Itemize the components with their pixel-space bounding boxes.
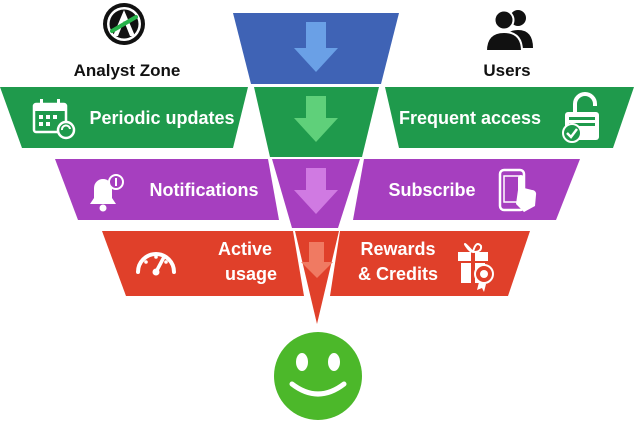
unlock-check-icon	[562, 92, 599, 143]
subscribe-label: Subscribe	[388, 180, 475, 200]
calendar-refresh-icon	[32, 99, 76, 140]
down-arrow-icon	[294, 168, 338, 214]
users-title: Users	[483, 61, 530, 80]
down-arrow-icon	[301, 242, 333, 278]
active-usage-line1: Active	[218, 239, 272, 259]
users-icon	[484, 9, 533, 52]
bell-notification-icon	[90, 174, 124, 212]
analyst-zone-logo-icon	[103, 3, 145, 45]
down-arrow-icon	[294, 96, 338, 142]
analyst-zone-title: Analyst Zone	[74, 61, 181, 80]
rewards-credits-line2: & Credits	[358, 264, 438, 284]
rewards-credits-line1: Rewards	[360, 239, 435, 259]
phone-tap-icon	[498, 168, 537, 212]
purple-left-bar	[55, 159, 279, 220]
periodic-updates-label: Periodic updates	[89, 108, 234, 128]
notifications-label: Notifications	[149, 180, 258, 200]
speedometer-icon	[136, 252, 176, 276]
smiley-face-icon	[274, 332, 362, 420]
down-arrow-icon	[294, 22, 338, 72]
gift-badge-icon	[458, 243, 494, 292]
red-left-bar	[102, 231, 304, 296]
active-usage-line2: usage	[225, 264, 277, 284]
frequent-access-label: Frequent access	[399, 108, 541, 128]
